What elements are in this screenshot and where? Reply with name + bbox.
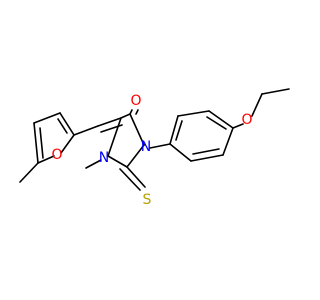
bond-c4-o-double bbox=[135, 109, 139, 115]
bond-phenyl-6 bbox=[169, 115, 179, 145]
bond-phenyl-inner-2 bbox=[206, 116, 227, 130]
molecule-structure: O N N O S O bbox=[19, 88, 290, 208]
bond-furan-c4-c5 bbox=[33, 122, 39, 164]
bond-phenyl-ether-o bbox=[232, 123, 244, 129]
bond-phenyl-2 bbox=[190, 154, 224, 162]
ether-oxygen-label: O bbox=[241, 112, 252, 128]
bond-furan-c4-c5-double bbox=[39, 127, 44, 159]
bond-furan-methyl bbox=[19, 162, 39, 183]
bond-furan-o-c2 bbox=[60, 134, 75, 154]
bond-phenyl-5 bbox=[177, 110, 210, 117]
bond-n3-phenyl bbox=[149, 143, 171, 149]
structure-canvas: O N N O S O bbox=[19, 88, 290, 208]
bond-furan-c5-o bbox=[37, 155, 55, 164]
bond-phenyl-inner-1 bbox=[192, 148, 220, 155]
bond-phenyl-1 bbox=[169, 143, 192, 162]
bond-furan-c3-c4 bbox=[33, 112, 61, 124]
bond-n1-c5 bbox=[107, 117, 122, 157]
bond-phenyl-3 bbox=[222, 127, 234, 156]
bond-phenyl-inner-3 bbox=[175, 120, 183, 141]
bond-c5-c4 bbox=[120, 113, 131, 119]
carbonyl-oxygen-label: O bbox=[130, 93, 141, 109]
bond-ether-o-ch2 bbox=[251, 93, 263, 117]
bond-c2-s bbox=[126, 166, 146, 188]
bond-c4-n3 bbox=[129, 113, 145, 146]
bond-n3-c2 bbox=[126, 144, 145, 168]
bond-n1-methyl bbox=[85, 159, 102, 169]
thione-sulfur-label: S bbox=[143, 192, 152, 208]
bond-methine-c5 bbox=[97, 117, 122, 127]
bond-c2-n1 bbox=[107, 155, 128, 168]
ring-nitrogen-n1-label: N bbox=[99, 150, 109, 166]
bond-phenyl-4 bbox=[208, 110, 234, 129]
ring-nitrogen-n3-label: N bbox=[141, 139, 151, 155]
bond-ch2-ch3 bbox=[261, 88, 290, 95]
bond-c2-s-double bbox=[119, 168, 141, 191]
bond-c4-o bbox=[129, 109, 133, 115]
furan-oxygen-label: O bbox=[51, 147, 62, 163]
bond-furan-to-methine bbox=[73, 125, 99, 136]
bond-furan-c2-c3 bbox=[59, 112, 75, 136]
bond-furan-c2-c3-double bbox=[57, 118, 68, 134]
